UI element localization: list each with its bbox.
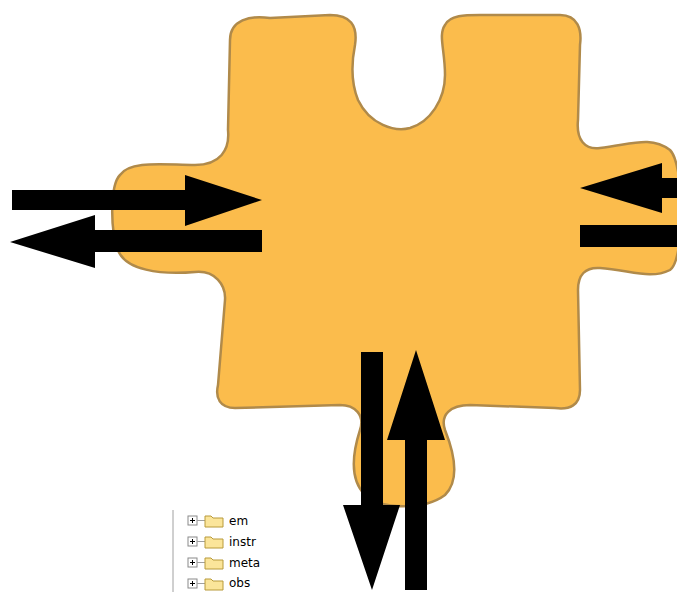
arrow-out-left <box>10 215 262 268</box>
folder-icon <box>205 579 223 590</box>
arrow-out-bottom <box>343 352 400 590</box>
folder-name: em <box>228 514 249 528</box>
plus-sign <box>190 539 195 544</box>
tree-connector <box>197 562 205 563</box>
tree-row-icons <box>188 579 223 590</box>
arrow-in-left <box>12 175 262 226</box>
tree-row-icons <box>188 558 223 569</box>
expand-box <box>188 579 197 588</box>
tree-row-icons <box>188 537 223 548</box>
arrow-out-right <box>580 225 677 247</box>
expand-box <box>188 558 197 567</box>
folder-icon <box>205 558 223 569</box>
tree-connector <box>197 541 205 542</box>
folder-tree <box>173 510 223 592</box>
folder-name: meta <box>228 556 261 570</box>
plus-sign <box>190 518 195 523</box>
expand-box <box>188 537 197 546</box>
tree-row-icons <box>188 516 223 527</box>
folder-name: instr <box>228 535 257 549</box>
plus-sign <box>190 560 195 565</box>
folder-name: obs <box>228 576 251 590</box>
tree-connector <box>197 583 205 584</box>
folder-icon <box>205 516 223 527</box>
expand-box <box>188 516 197 525</box>
plus-sign <box>190 581 195 586</box>
arrow-in-right <box>580 163 677 213</box>
arrow-in-bottom <box>387 350 445 590</box>
tree-connector <box>197 520 205 521</box>
folder-icon <box>205 537 223 548</box>
